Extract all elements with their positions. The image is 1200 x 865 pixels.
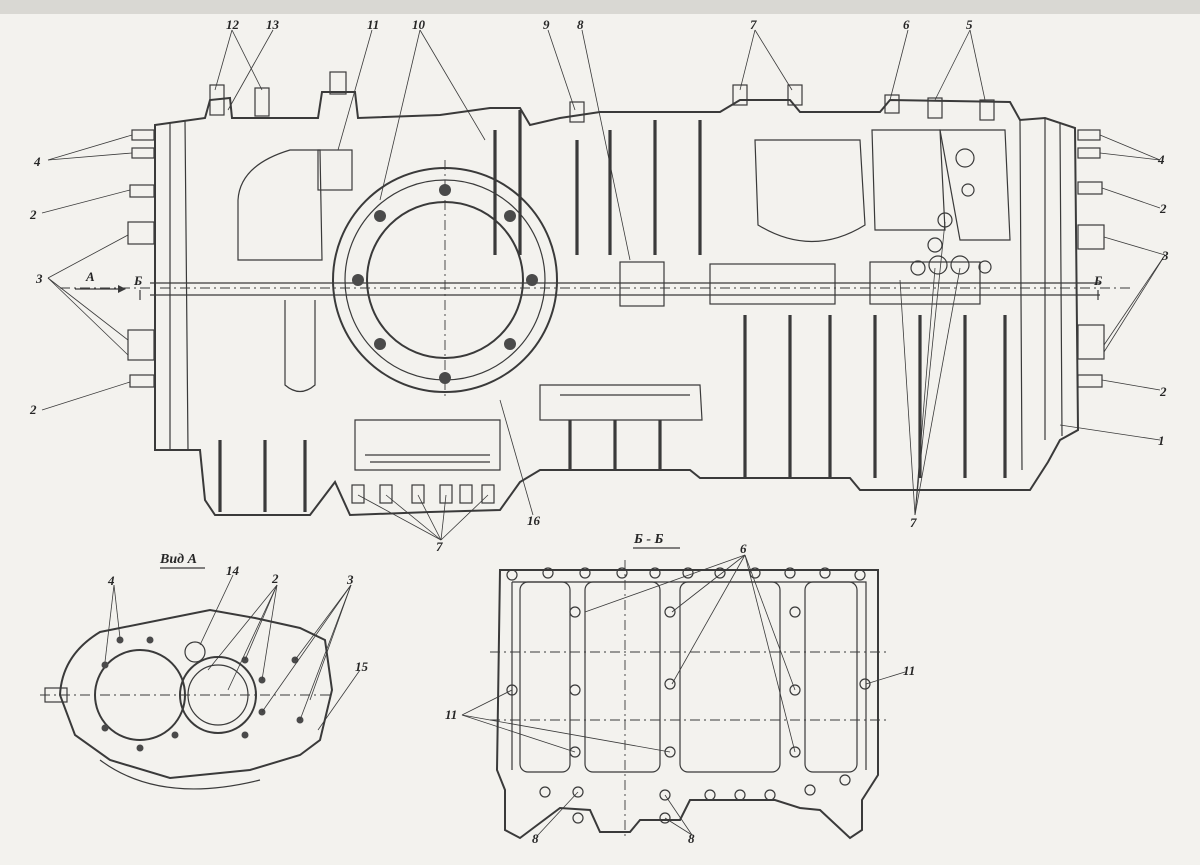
window-4 bbox=[804, 581, 858, 773]
view-a-bolts bbox=[101, 636, 304, 752]
callout-10: 10 bbox=[412, 17, 425, 32]
callout-6: 6 bbox=[903, 17, 910, 32]
section-callout-8-left: 8 bbox=[532, 831, 539, 846]
flange-inner-line bbox=[511, 581, 867, 770]
callout-2-left-lower: 2 bbox=[30, 402, 37, 417]
section-b-b bbox=[461, 547, 906, 840]
view-a-boss-14 bbox=[184, 641, 206, 663]
callout-11: 11 bbox=[367, 17, 380, 32]
callout-2-right-lower: 2 bbox=[1160, 384, 1167, 399]
section-leader-lines bbox=[461, 554, 906, 836]
boss-far-right bbox=[869, 261, 981, 305]
section-mark-b-right: Б bbox=[1094, 273, 1103, 288]
view-a-shaft-stub bbox=[44, 687, 68, 703]
upper-boss bbox=[317, 149, 353, 191]
section-mark-b-left: Б bbox=[134, 273, 143, 288]
right-window bbox=[939, 129, 1011, 241]
boss-right bbox=[709, 263, 836, 305]
drain-boss bbox=[354, 419, 501, 471]
right-fittings bbox=[910, 148, 992, 276]
section-callout-11-left: 11 bbox=[445, 707, 458, 722]
callout-3-right: 3 bbox=[1162, 248, 1169, 263]
window-2 bbox=[584, 581, 661, 773]
right-cavity bbox=[871, 129, 946, 231]
callout-3-left: 3 bbox=[36, 271, 43, 286]
view-a-title: Вид А bbox=[160, 552, 197, 567]
main-view bbox=[41, 29, 1166, 541]
view-a-outline bbox=[58, 608, 334, 780]
left-slot bbox=[284, 300, 316, 393]
window-3 bbox=[679, 581, 781, 773]
center-right-cavity bbox=[754, 139, 866, 242]
callout-1-right: 1 bbox=[1158, 433, 1165, 448]
left-studs bbox=[127, 129, 155, 388]
top-studs bbox=[209, 71, 995, 123]
view-a-leader-lines bbox=[104, 574, 361, 731]
view-a bbox=[40, 567, 361, 790]
callout-2-left-upper: 2 bbox=[30, 207, 37, 222]
view-a-callout-4: 4 bbox=[108, 573, 115, 588]
window-1 bbox=[519, 581, 571, 773]
view-a-callout-3: 3 bbox=[347, 572, 354, 587]
lower-shelf bbox=[539, 384, 703, 421]
main-leader-lines bbox=[41, 29, 1166, 541]
callout-4-left: 4 bbox=[34, 154, 41, 169]
callout-4-right: 4 bbox=[1158, 152, 1165, 167]
callout-7-bottom-right: 7 bbox=[910, 515, 917, 530]
callout-2-right-upper: 2 bbox=[1160, 201, 1167, 216]
left-end-flange bbox=[154, 119, 189, 451]
section-callout-8-right: 8 bbox=[688, 831, 695, 846]
callout-8: 8 bbox=[577, 17, 584, 32]
bearing-cover-bolts bbox=[352, 184, 538, 384]
section-callout-6: 6 bbox=[740, 541, 747, 556]
view-a-bore-right-inner bbox=[187, 664, 249, 726]
view-a-lower-skirt bbox=[99, 759, 261, 790]
right-end-flange bbox=[1019, 118, 1063, 471]
flange-outline bbox=[495, 569, 879, 840]
section-b-b-title: Б - Б bbox=[634, 532, 664, 547]
right-studs bbox=[1077, 129, 1105, 388]
section-mark-a: А bbox=[86, 269, 95, 284]
upper-ribs bbox=[493, 110, 702, 255]
scan-edge-shade bbox=[0, 0, 1200, 14]
left-cavity bbox=[237, 149, 323, 261]
view-a-callout-2: 2 bbox=[272, 571, 279, 586]
section-callout-11-right: 11 bbox=[903, 663, 916, 678]
callout-16: 16 bbox=[527, 513, 540, 528]
section-center-lines bbox=[490, 560, 890, 840]
callout-7-bottom-left: 7 bbox=[436, 539, 443, 554]
boss-center bbox=[619, 261, 665, 307]
callout-7-top: 7 bbox=[750, 17, 757, 32]
callout-5: 5 bbox=[966, 17, 973, 32]
view-a-callout-14: 14 bbox=[226, 563, 239, 578]
callout-9: 9 bbox=[543, 17, 550, 32]
lower-ribs bbox=[218, 315, 1007, 512]
callout-13: 13 bbox=[266, 17, 279, 32]
view-a-callout-15: 15 bbox=[355, 659, 368, 674]
bottom-studs bbox=[351, 484, 495, 504]
arrow-a-head bbox=[118, 285, 126, 293]
callout-12: 12 bbox=[226, 17, 239, 32]
flange-bolt-holes bbox=[506, 567, 871, 824]
